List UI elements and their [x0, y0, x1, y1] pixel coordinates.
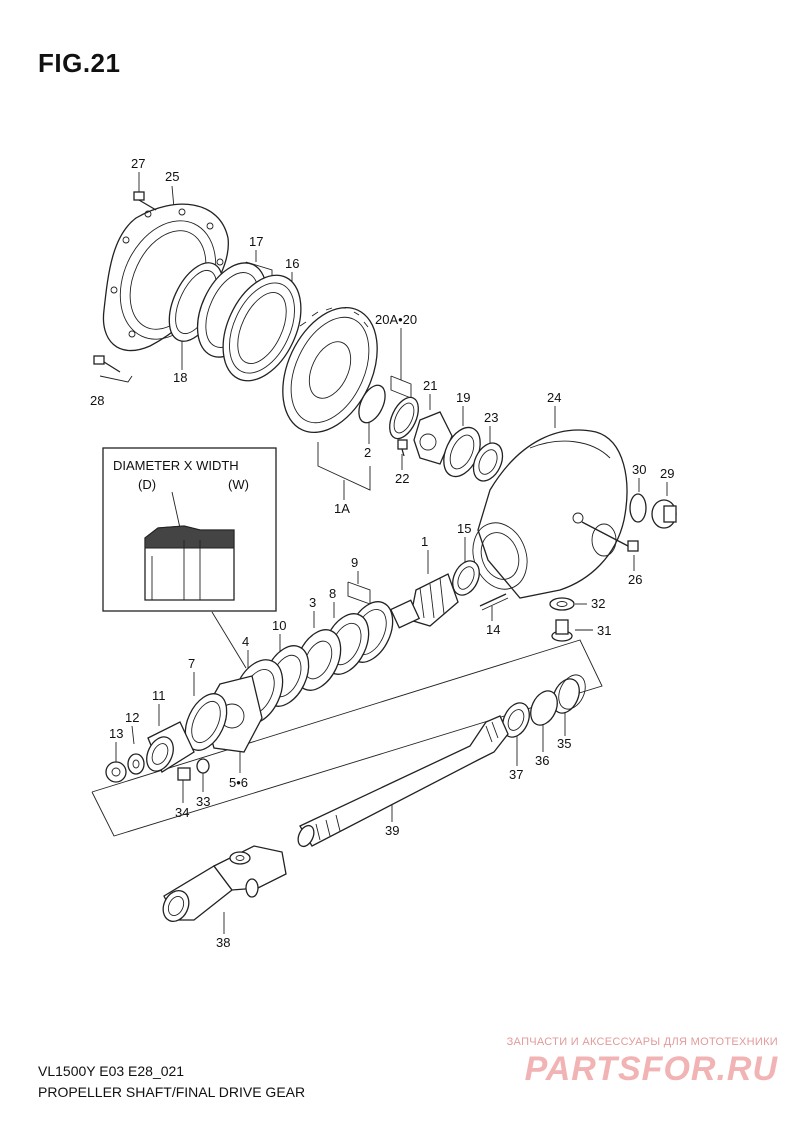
callout-37[interactable]: 37: [509, 767, 523, 782]
callout-10[interactable]: 10: [272, 618, 286, 633]
callout-38[interactable]: 38: [216, 935, 230, 950]
callout-35[interactable]: 35: [557, 736, 571, 751]
callout-20a-20[interactable]: 20A•20: [375, 312, 417, 327]
seal-23[interactable]: [468, 438, 508, 485]
bearing-16[interactable]: [208, 263, 317, 393]
bearing-15[interactable]: [448, 557, 485, 600]
retainer-21[interactable]: [413, 411, 453, 465]
figure-caption: PROPELLER SHAFT/FINAL DRIVE GEAR: [38, 1084, 306, 1100]
callout-28[interactable]: 28: [90, 393, 104, 408]
oil-seal-30[interactable]: [629, 493, 647, 523]
callout-31[interactable]: 31: [597, 623, 611, 638]
washer-33[interactable]: [196, 758, 210, 774]
propeller-shaft-39[interactable]: [295, 715, 509, 849]
callout-21[interactable]: 21: [423, 378, 437, 393]
assembly-brackets: [91, 639, 603, 837]
callout-11[interactable]: 11: [152, 688, 166, 703]
bolt-26[interactable]: [581, 521, 639, 552]
inset-heading: DIAMETER X WIDTH: [113, 458, 239, 473]
spring-35[interactable]: [548, 671, 591, 718]
callout-33[interactable]: 33: [196, 794, 210, 809]
universal-joint-38[interactable]: [158, 845, 287, 926]
watermark-subtitle: ЗАПЧАСТИ И АКСЕССУАРЫ ДЛЯ МОТОТЕХНИКИ: [506, 1036, 778, 1048]
callout-4[interactable]: 4: [242, 634, 249, 649]
drain-plug-31[interactable]: [551, 619, 573, 642]
plug-29[interactable]: [651, 499, 677, 529]
callout-30[interactable]: 30: [632, 462, 646, 477]
inset-w-label: (W): [228, 477, 249, 492]
callout-5-6[interactable]: 5•6: [229, 775, 248, 790]
final-drive-housing-24[interactable]: [464, 429, 628, 599]
callout-25[interactable]: 25: [165, 169, 179, 184]
callout-15[interactable]: 15: [457, 521, 471, 536]
stud-14[interactable]: [479, 593, 509, 611]
coupling-11[interactable]: [142, 721, 195, 775]
callout-2[interactable]: 2: [364, 445, 371, 460]
washer-12[interactable]: [127, 753, 145, 775]
callout-9[interactable]: 9: [351, 555, 358, 570]
callout-3[interactable]: 3: [309, 595, 316, 610]
bearing-19[interactable]: [437, 422, 488, 483]
bolt-28[interactable]: [93, 355, 121, 373]
callout-8[interactable]: 8: [329, 586, 336, 601]
inset-d-label: (D): [138, 477, 156, 492]
callout-labels: 27 25 17 16 20A•20 18 28 21 19 23 24 2 2…: [90, 156, 674, 950]
bolt-22[interactable]: [397, 439, 408, 457]
callout-16[interactable]: 16: [285, 256, 299, 271]
oil-seal-37[interactable]: [498, 699, 535, 742]
model-code: VL1500Y E03 E28_021: [38, 1063, 185, 1079]
callout-26[interactable]: 26: [628, 572, 642, 587]
callout-27[interactable]: 27: [131, 156, 145, 171]
callout-1a[interactable]: 1A: [334, 501, 350, 516]
callout-17[interactable]: 17: [249, 234, 263, 249]
washer-32[interactable]: [549, 597, 575, 611]
shim-20[interactable]: [384, 393, 424, 443]
callout-22[interactable]: 22: [395, 471, 409, 486]
circlip-36[interactable]: [526, 687, 563, 730]
callout-13[interactable]: 13: [109, 726, 123, 741]
washer-2[interactable]: [354, 381, 391, 427]
callout-36[interactable]: 36: [535, 753, 549, 768]
callout-7[interactable]: 7: [188, 656, 195, 671]
callout-18[interactable]: 18: [173, 370, 187, 385]
inset-box: DIAMETER X WIDTH (D) (W): [102, 447, 277, 612]
watermark-brand: PARTSFOR.RU: [524, 1050, 778, 1088]
figure-title: FIG.21: [38, 48, 121, 78]
ring-gear-1a[interactable]: [264, 292, 396, 447]
nut-34[interactable]: [177, 767, 191, 781]
leader-lines: [99, 172, 668, 934]
callout-19[interactable]: 19: [456, 390, 470, 405]
callout-24[interactable]: 24: [547, 390, 561, 405]
callout-39[interactable]: 39: [385, 823, 399, 838]
nut-13[interactable]: [105, 761, 127, 783]
callout-29[interactable]: 29: [660, 466, 674, 481]
callout-34[interactable]: 34: [175, 805, 189, 820]
callout-32[interactable]: 32: [591, 596, 605, 611]
bolt-27[interactable]: [133, 191, 157, 211]
callout-1[interactable]: 1: [421, 534, 428, 549]
pinion-gear-1[interactable]: [389, 573, 459, 629]
callout-14[interactable]: 14: [486, 622, 500, 637]
callout-12[interactable]: 12: [125, 710, 139, 725]
callout-23[interactable]: 23: [484, 410, 498, 425]
